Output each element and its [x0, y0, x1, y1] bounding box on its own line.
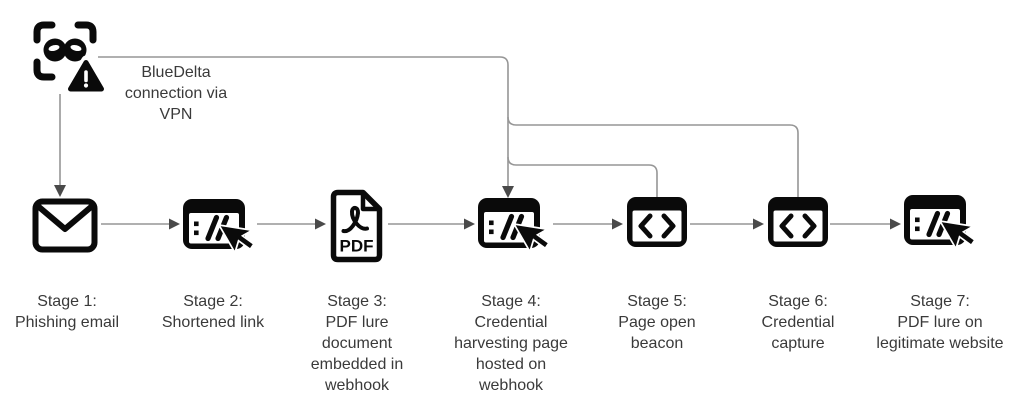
edge-actor-to-stage4: [98, 56, 509, 186]
browser-url-cursor-icon: [904, 195, 977, 251]
envelope-icon: [32, 198, 98, 253]
edge-stage5-to-stage4: [507, 156, 658, 200]
stage-3-label: Stage 3: PDF lure document embedded in w…: [310, 293, 404, 394]
arrowhead-into-stage6: [753, 218, 764, 230]
stage-2-label: Stage 2: Shortened link: [161, 293, 265, 331]
pdf-file-icon: PDF: [330, 189, 383, 263]
edge-stage6-to-stage4: [507, 116, 799, 200]
stage-5-label: Stage 5: Page open beacon: [618, 293, 696, 352]
arrowhead-into-stage1: [54, 185, 66, 197]
arrowhead-into-stage7: [890, 218, 901, 230]
code-window-icon: [627, 197, 687, 247]
stage-1-label: Stage 1: Phishing email: [14, 293, 120, 331]
stage-4-label: Stage 4: Credential harvesting page host…: [454, 293, 568, 394]
code-window-icon: [768, 197, 828, 247]
stage-7-label: Stage 7: PDF lure on legitimate website: [876, 293, 1004, 352]
arrowhead-into-stage5: [612, 218, 623, 230]
arrowhead-into-stage4-row: [464, 218, 475, 230]
arrowhead-into-stage4: [502, 186, 514, 198]
arrowhead-into-stage3: [315, 218, 326, 230]
actor-label: BlueDelta connection via VPN: [124, 64, 228, 123]
browser-url-cursor-icon: [478, 198, 551, 254]
pdf-icon-text: PDF: [340, 237, 374, 256]
arrowhead-into-stage2: [169, 218, 180, 230]
browser-url-cursor-icon: [183, 199, 256, 255]
masked-threat-actor-alert-icon: [33, 21, 108, 94]
stage-6-label: Stage 6: Credential capture: [761, 293, 835, 352]
